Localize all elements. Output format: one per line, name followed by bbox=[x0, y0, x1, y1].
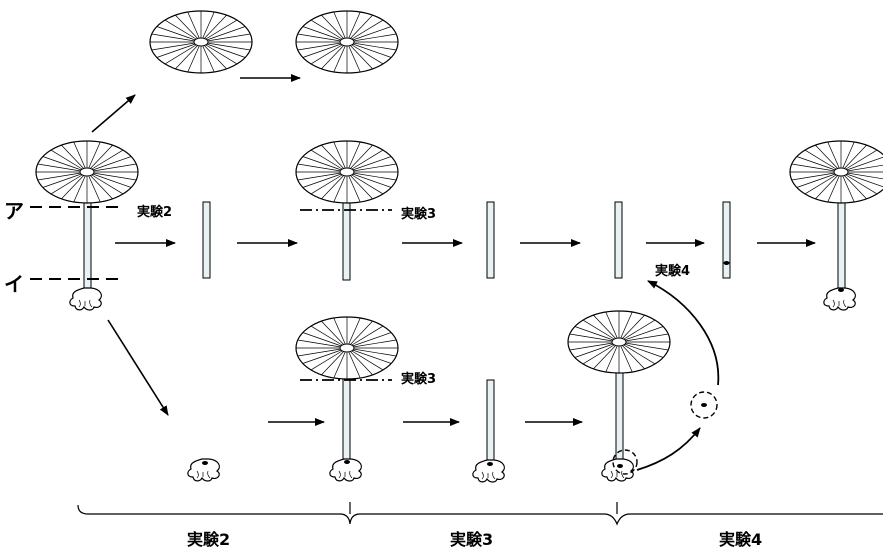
regrown-organism-2 bbox=[567, 310, 671, 482]
arrow-icon bbox=[91, 94, 136, 133]
umbrella-cap-icon bbox=[295, 140, 399, 204]
umbrella-cap-icon bbox=[789, 140, 883, 204]
stalk-with-rhizoid bbox=[472, 379, 505, 483]
stalk-icon bbox=[202, 201, 211, 279]
step-label-exp4: 実験4 bbox=[655, 264, 691, 279]
original-organism bbox=[30, 140, 139, 311]
bottom-label-exp4: 実験4 bbox=[719, 530, 763, 549]
nucleus-icon bbox=[487, 462, 493, 466]
bottom-label-exp2: 実験2 bbox=[187, 530, 231, 549]
umbrella-cap-icon bbox=[295, 316, 399, 380]
stalk-icon bbox=[614, 201, 623, 279]
nucleus-selection-circle bbox=[612, 449, 638, 475]
umbrella-cap-icon bbox=[149, 10, 253, 74]
nucleus-icon bbox=[723, 261, 730, 265]
regrown-organism bbox=[295, 316, 399, 482]
step-label-exp3: 実験3 bbox=[401, 207, 437, 222]
umbrella-cap-icon bbox=[35, 140, 139, 204]
arrow-icon bbox=[107, 319, 169, 416]
final-organism bbox=[789, 140, 883, 311]
nucleus-icon bbox=[617, 464, 623, 468]
nucleus-icon bbox=[838, 288, 844, 292]
step-label-exp3-lower: 実験3 bbox=[401, 372, 437, 387]
nucleus-icon bbox=[344, 460, 350, 464]
arrow-icon bbox=[647, 280, 720, 386]
cut-label-i: イ bbox=[4, 272, 24, 296]
regenerated-organism bbox=[295, 140, 399, 281]
umbrella-cap-icon bbox=[295, 10, 399, 74]
arrow-icon bbox=[636, 427, 701, 471]
isolated-nucleus-circle bbox=[690, 391, 718, 419]
stalk-icon bbox=[722, 201, 731, 279]
experiment-braces bbox=[77, 504, 883, 526]
stalk-icon bbox=[486, 201, 495, 279]
bottom-label-exp3: 実験3 bbox=[450, 530, 494, 549]
rhizoid-icon bbox=[69, 287, 102, 311]
cut-label-a: ア bbox=[4, 199, 24, 223]
step-label-exp2: 実験2 bbox=[137, 205, 173, 220]
nucleus-icon bbox=[701, 403, 707, 407]
umbrella-cap-icon bbox=[567, 310, 671, 374]
rhizoid-icon bbox=[601, 458, 634, 482]
nucleus-icon bbox=[202, 461, 208, 465]
